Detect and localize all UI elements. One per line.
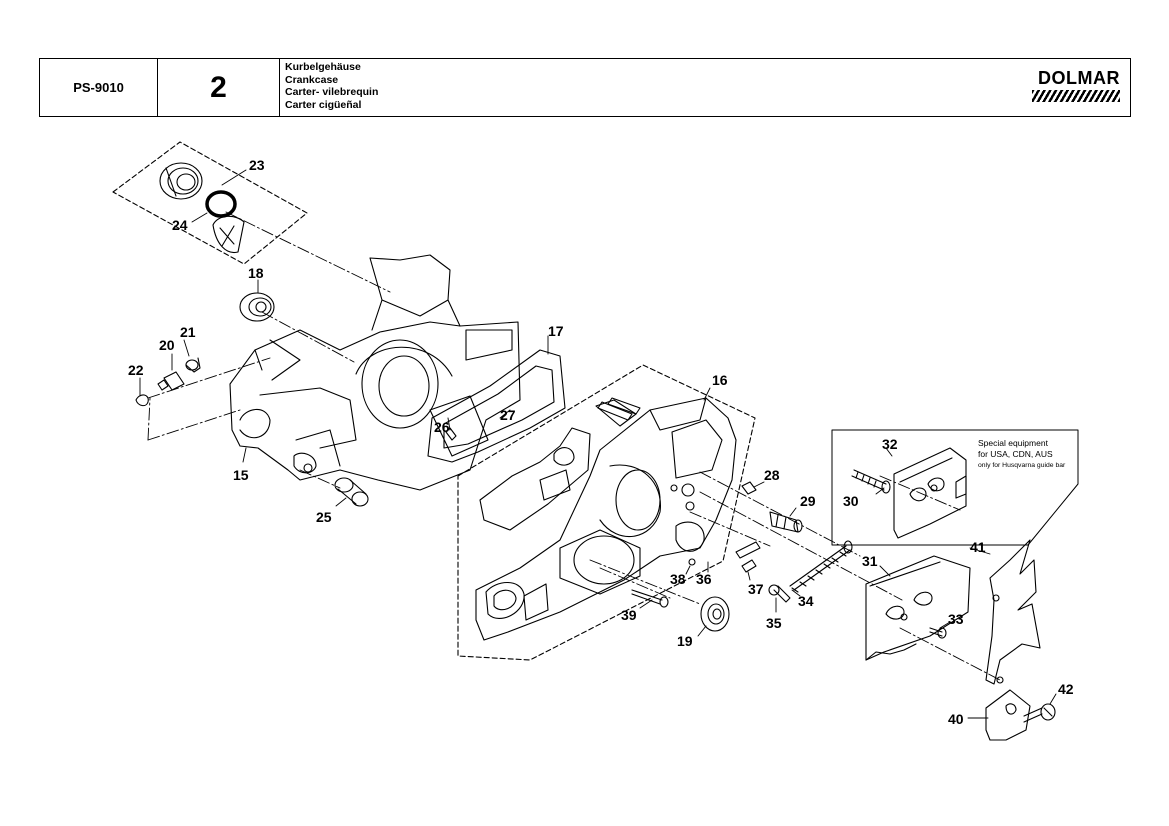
title-fr: Carter- vilebrequin <box>285 86 379 99</box>
label-27: 27 <box>500 407 516 423</box>
part-21-sleeve <box>185 357 201 373</box>
label-15: 15 <box>233 467 249 483</box>
part-32-guide-plate-special <box>893 447 967 539</box>
part-18-bearing <box>239 292 275 322</box>
label-22: 22 <box>128 362 144 378</box>
label-17: 17 <box>548 323 564 339</box>
label-33: 33 <box>948 611 964 627</box>
part-22-clip <box>135 394 149 407</box>
dashed-group-box-16 <box>457 364 756 661</box>
title-es: Carter cigüeñal <box>285 98 362 111</box>
label-30: 30 <box>843 493 859 509</box>
assembly-titles: Kurbelgehäuse Crankcase Carter- vilebreq… <box>280 59 1130 116</box>
part-38-washer <box>688 558 696 566</box>
part-39-screw <box>631 589 669 608</box>
part-31-guide-plate <box>865 555 971 661</box>
label-25: 25 <box>316 509 332 525</box>
label-38: 38 <box>670 571 686 587</box>
label-19: 19 <box>677 633 693 649</box>
label-36: 36 <box>696 571 712 587</box>
title-de: Kurbelgehäuse <box>285 61 361 73</box>
special-equipment-line1: Special equipment <box>978 438 1049 448</box>
label-16: 16 <box>712 372 728 388</box>
brand-hatch-icon <box>1032 90 1120 102</box>
part-35-chain-tensioner <box>768 584 791 603</box>
part-17-gasket <box>427 349 566 463</box>
part-23-fitting <box>159 162 203 200</box>
part-26-pin <box>445 427 457 441</box>
part-24-filter-screen <box>212 215 245 254</box>
part-37-screw <box>741 559 757 573</box>
dashed-group-box-23-24 <box>112 141 308 265</box>
label-35: 35 <box>766 615 782 631</box>
label-42: 42 <box>1058 681 1074 697</box>
part-24-o-ring <box>205 190 237 218</box>
model-number: PS-9010 <box>40 59 158 116</box>
centre-lines <box>147 211 1001 681</box>
label-26: 26 <box>434 419 450 435</box>
part-34-tension-screw <box>789 540 853 593</box>
label-18: 18 <box>248 265 264 281</box>
part-29-stud <box>769 511 803 533</box>
leader-lines <box>139 169 1057 719</box>
label-37: 37 <box>748 581 764 597</box>
group-number: 2 <box>158 59 280 116</box>
part-40-bumper-bracket <box>985 689 1031 741</box>
special-equipment-line3: only for Husqvarna guide bar <box>978 462 1066 469</box>
label-20: 20 <box>159 337 175 353</box>
part-19-oil-seal <box>700 596 730 632</box>
label-32: 32 <box>882 436 898 452</box>
part-15-crankcase-half <box>229 254 521 491</box>
special-equipment-line2: for USA, CDN, AUS <box>978 449 1053 459</box>
label-21: 21 <box>180 324 196 340</box>
part-41-spike-bumper <box>985 539 1041 685</box>
label-34: 34 <box>798 593 814 609</box>
label-29: 29 <box>800 493 816 509</box>
brand-logo: DOLMAR <box>1032 68 1120 102</box>
brand-name: DOLMAR <box>1038 68 1120 88</box>
part-25-sleeve <box>334 477 369 507</box>
label-39: 39 <box>621 607 637 623</box>
part-36-plate <box>735 541 761 559</box>
part-16-crankcase-half <box>475 397 737 641</box>
part-30-stud-special <box>851 469 891 494</box>
label-40: 40 <box>948 711 964 727</box>
label-24: 24 <box>172 217 188 233</box>
part-42-screw <box>1023 703 1056 723</box>
part-16-stud-bolts <box>597 397 641 421</box>
title-en: Crankcase <box>285 73 339 86</box>
label-31: 31 <box>862 553 878 569</box>
title-block: PS-9010 2 Kurbelgehäuse Crankcase Carter… <box>39 58 1131 117</box>
label-23: 23 <box>249 157 265 173</box>
part-33-screw <box>929 627 947 639</box>
label-41: 41 <box>970 539 986 555</box>
special-equipment-box <box>831 429 1079 546</box>
part-20-switch <box>157 371 185 391</box>
part-28-nut <box>741 481 757 495</box>
label-28: 28 <box>764 467 780 483</box>
